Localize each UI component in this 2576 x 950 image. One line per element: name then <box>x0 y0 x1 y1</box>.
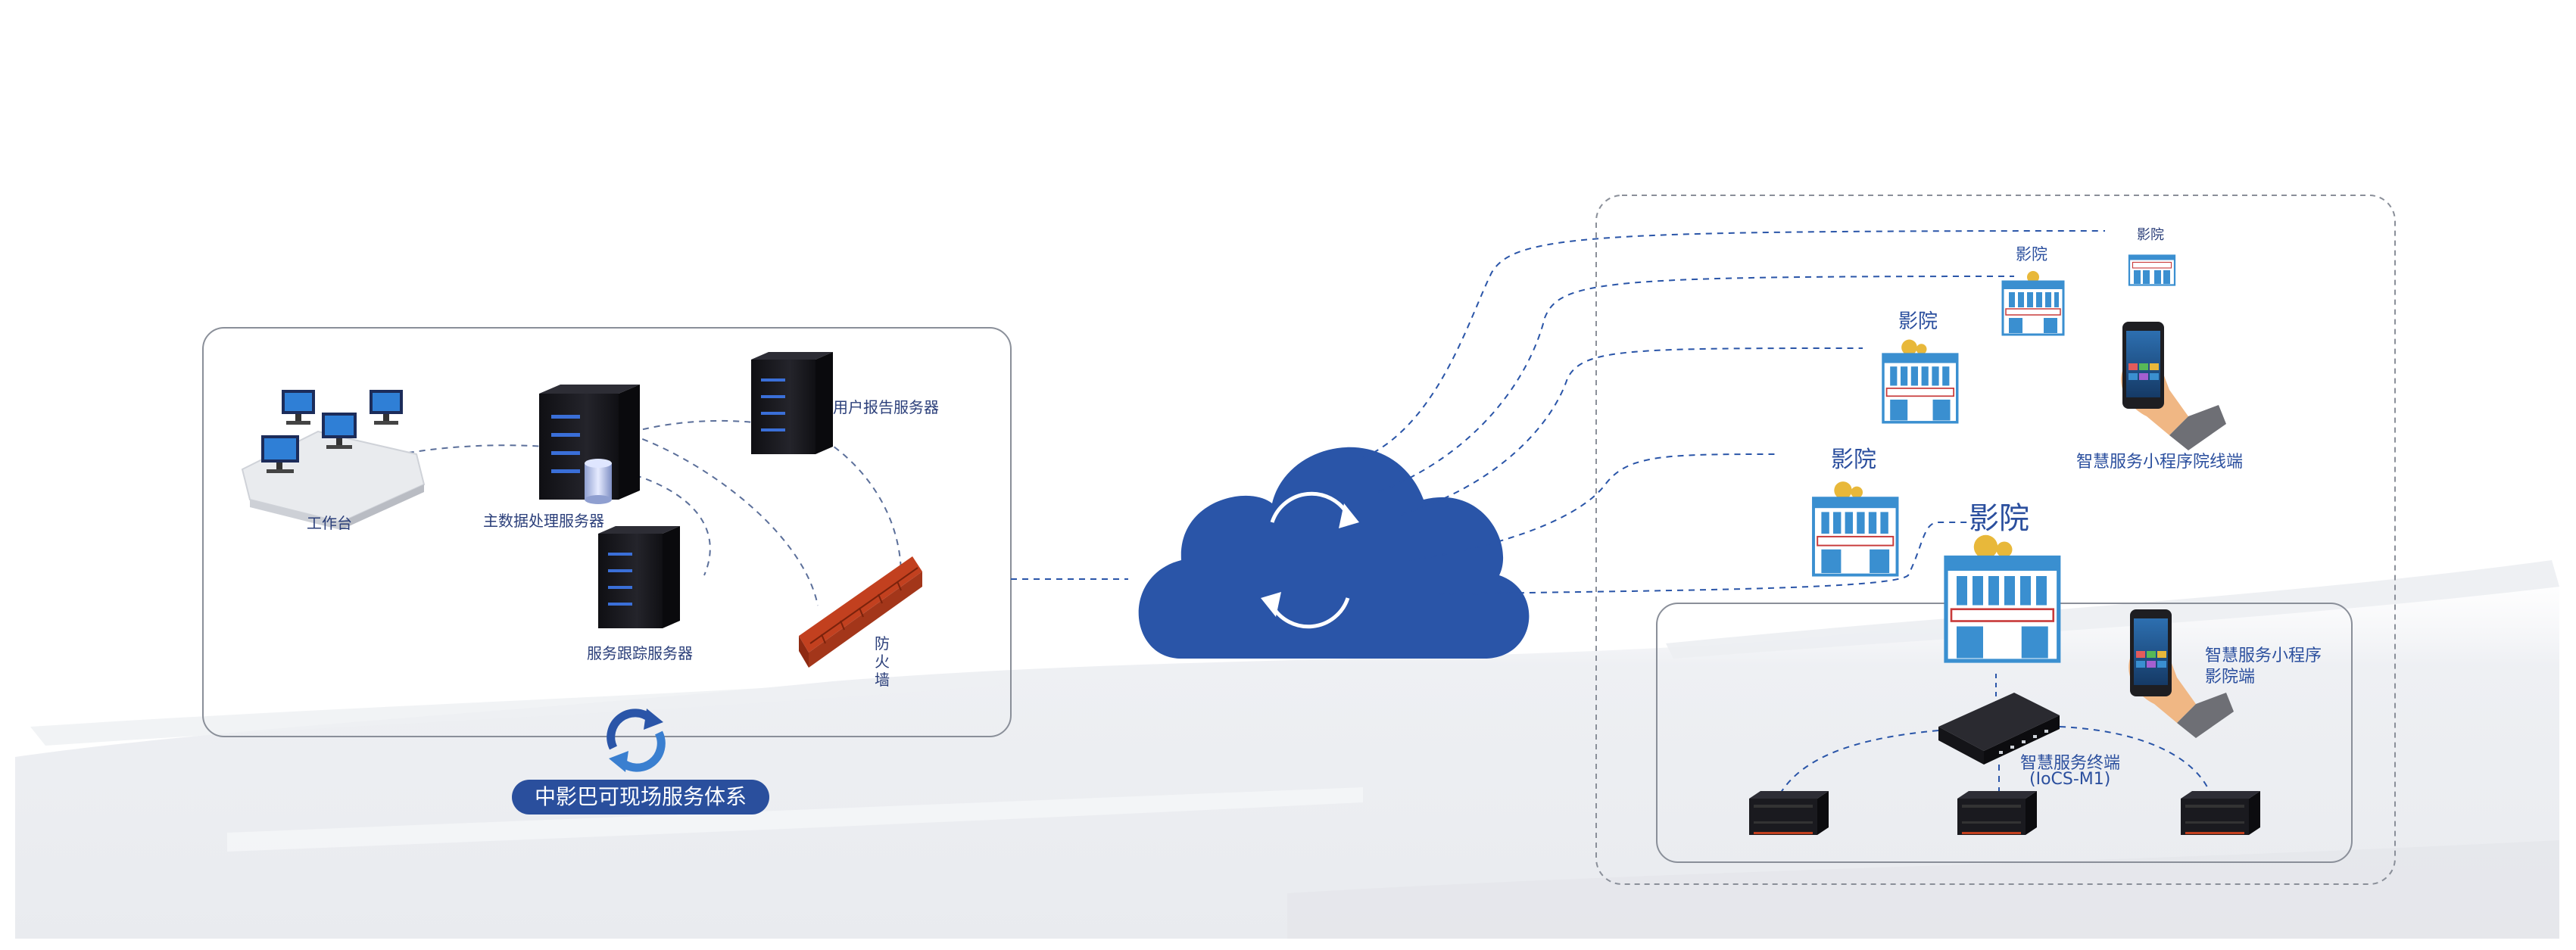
main-server-label: 主数据处理服务器 <box>483 512 604 530</box>
smart-terminal-icon <box>1938 693 2060 765</box>
report-server-icon <box>751 352 833 454</box>
computer-icon <box>370 390 403 425</box>
miniprogram-online-label: 智慧服务小程序院线端 <box>2076 453 2244 472</box>
miniprogram-cinema-label-sub: 影院端 <box>2205 668 2256 687</box>
computer-icon <box>282 390 315 425</box>
firewall-icon <box>799 556 922 668</box>
workstation-label: 工作台 <box>307 514 352 532</box>
terminal-projector-links <box>1779 726 2212 796</box>
projector-icon <box>1749 791 1829 835</box>
cloud-cinema-links <box>1362 230 2106 595</box>
sync-arrows-icon <box>607 709 666 772</box>
cinema-network-region <box>1595 195 2396 885</box>
computer-icon <box>261 435 299 473</box>
firewall-label: 防火墙 <box>875 634 890 689</box>
cinema-label: 影院 <box>1969 501 2029 536</box>
projector-icon <box>1957 791 2037 835</box>
terminal-model-label: (IoCS-M1) <box>2029 770 2111 789</box>
cinema-label: 影院 <box>2016 245 2047 263</box>
computer-icon <box>322 413 357 449</box>
tracking-server-label: 服务跟踪服务器 <box>587 644 693 662</box>
brush-background <box>15 560 2559 939</box>
report-server-label: 用户报告服务器 <box>833 398 939 416</box>
terminal-label: 智慧服务终端 <box>2020 754 2121 773</box>
cinema-building-icon <box>1944 534 2061 663</box>
system-badge: 中影巴可现场服务体系 <box>512 780 769 815</box>
cinema-label: 影院 <box>1898 310 1938 333</box>
cinema-building-icon <box>2128 254 2176 286</box>
workstation-cluster <box>241 390 426 530</box>
cinema-label: 影院 <box>2137 227 2164 243</box>
phone-in-hand-icon <box>2121 322 2226 450</box>
tracking-server-icon <box>598 526 680 628</box>
cinema-building-icon <box>2001 271 2065 336</box>
cinema-building-icon <box>1882 339 1959 424</box>
miniprogram-cinema-label: 智慧服务小程序 <box>2205 646 2322 665</box>
cloud-sync-icon <box>1138 447 1530 659</box>
cinema-label: 影院 <box>1831 447 1876 473</box>
main-data-server-icon <box>539 385 640 504</box>
cinema-building-icon <box>1812 481 1899 577</box>
projector-icon <box>2181 791 2260 835</box>
phone-in-hand-icon <box>2128 609 2234 738</box>
